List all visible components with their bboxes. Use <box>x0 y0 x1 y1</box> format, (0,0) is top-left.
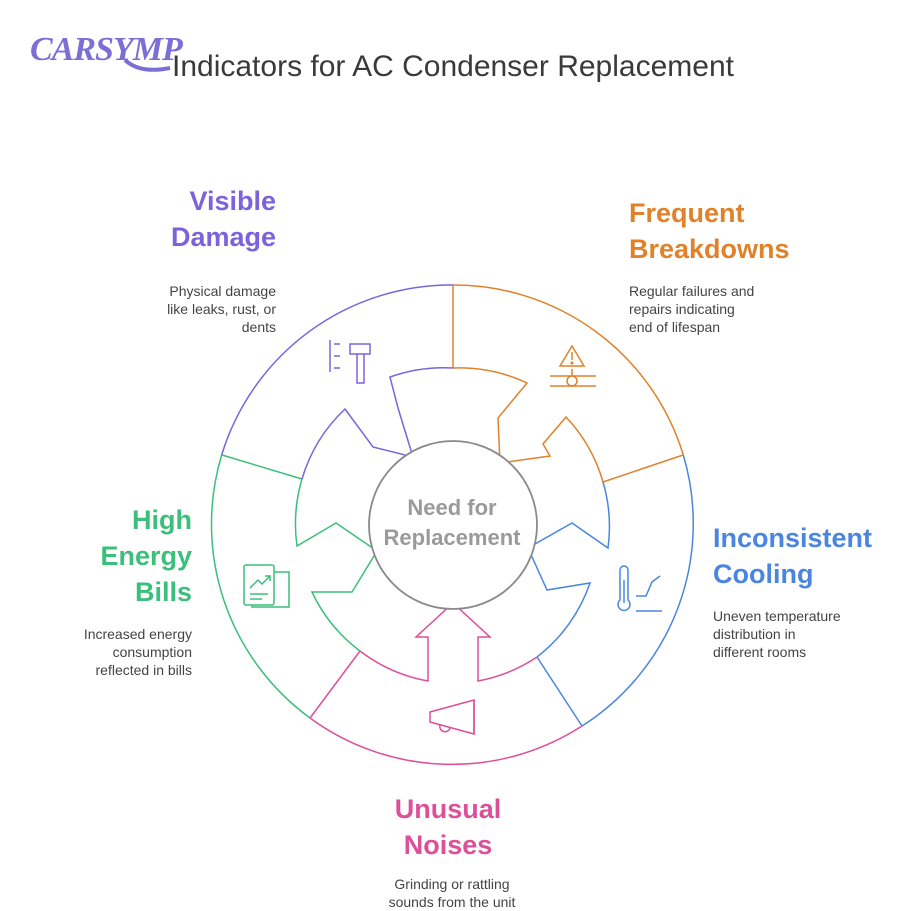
desc-line: consumption <box>112 644 192 660</box>
megaphone-icon <box>429 699 475 735</box>
inner-arrow-visible <box>301 366 454 480</box>
title-line: Cooling <box>713 559 814 589</box>
title-line: Visible <box>189 186 276 216</box>
title-line: Bills <box>134 577 192 607</box>
desc-line: different rooms <box>713 644 807 660</box>
frequent-breakdowns-title: Frequent Breakdowns <box>629 195 829 267</box>
inconsistent-cooling-desc: Uneven temperature distribution in diffe… <box>713 607 883 661</box>
center-circle <box>368 440 538 610</box>
desc-line: like leaks, rust, or <box>167 301 276 317</box>
title-line: Breakdowns <box>629 234 790 264</box>
inconsistent-cooling-title: Inconsistent Cooling <box>713 520 898 592</box>
outer-arc-visible <box>220 284 454 456</box>
carsymp-logo: CARSYMP <box>30 31 184 72</box>
inner-arrow-cooling <box>527 481 611 658</box>
desc-line: Physical damage <box>169 283 276 299</box>
outer-arc-energy <box>210 454 311 719</box>
center-line1: Need for <box>407 495 497 520</box>
unusual-noises-title: Unusual Noises <box>348 791 548 863</box>
outer-arc-noises <box>309 717 583 766</box>
desc-line: Uneven temperature <box>713 608 841 624</box>
frequent-breakdowns-desc: Regular failures and repairs indicating … <box>629 282 799 336</box>
title-line: Unusual <box>394 794 502 824</box>
desc-line: Grinding or rattling <box>394 876 510 892</box>
title-line: Energy <box>100 541 192 571</box>
desc-line: dents <box>241 319 276 335</box>
title-line: Frequent <box>629 198 745 228</box>
high-energy-bills-desc: Increased energy consumption reflected i… <box>40 625 192 679</box>
desc-line: distribution in <box>713 626 796 642</box>
center-label: Need for Replacement <box>370 493 534 553</box>
warning-valve-icon <box>550 344 596 387</box>
report-chart-icon <box>243 564 290 608</box>
inner-arrow-energy <box>294 478 379 652</box>
outer-arc-frequent <box>452 284 685 456</box>
desc-line: Regular failures and <box>629 283 755 299</box>
inner-arrow-frequent <box>452 367 604 483</box>
high-energy-bills-title: High Energy Bills <box>60 502 192 610</box>
desc-line: sounds from the unit <box>388 894 516 910</box>
inner-arrow-noises <box>359 601 538 682</box>
thermometer-icon <box>617 565 662 612</box>
visible-damage-desc: Physical damage like leaks, rust, or den… <box>120 282 276 336</box>
page-title: Indicators for AC Condenser Replacement <box>172 50 734 83</box>
title-line: Noises <box>403 830 493 860</box>
visible-damage-title: Visible Damage <box>110 183 276 255</box>
title-line: High <box>132 505 192 535</box>
desc-line: Increased energy <box>83 626 192 642</box>
desc-line: repairs indicating <box>629 301 735 317</box>
unusual-noises-desc: Grinding or rattling sounds from the uni… <box>352 875 552 911</box>
desc-line: reflected in bills <box>95 662 193 678</box>
outer-arc-cooling <box>581 454 694 727</box>
title-line: Inconsistent <box>713 523 873 553</box>
title-line: Damage <box>170 222 276 252</box>
svg-text:CARSYMP: CARSYMP <box>30 31 183 68</box>
hammer-icon <box>329 340 371 384</box>
desc-line: end of lifespan <box>629 319 721 335</box>
center-line2: Replacement <box>383 525 521 550</box>
